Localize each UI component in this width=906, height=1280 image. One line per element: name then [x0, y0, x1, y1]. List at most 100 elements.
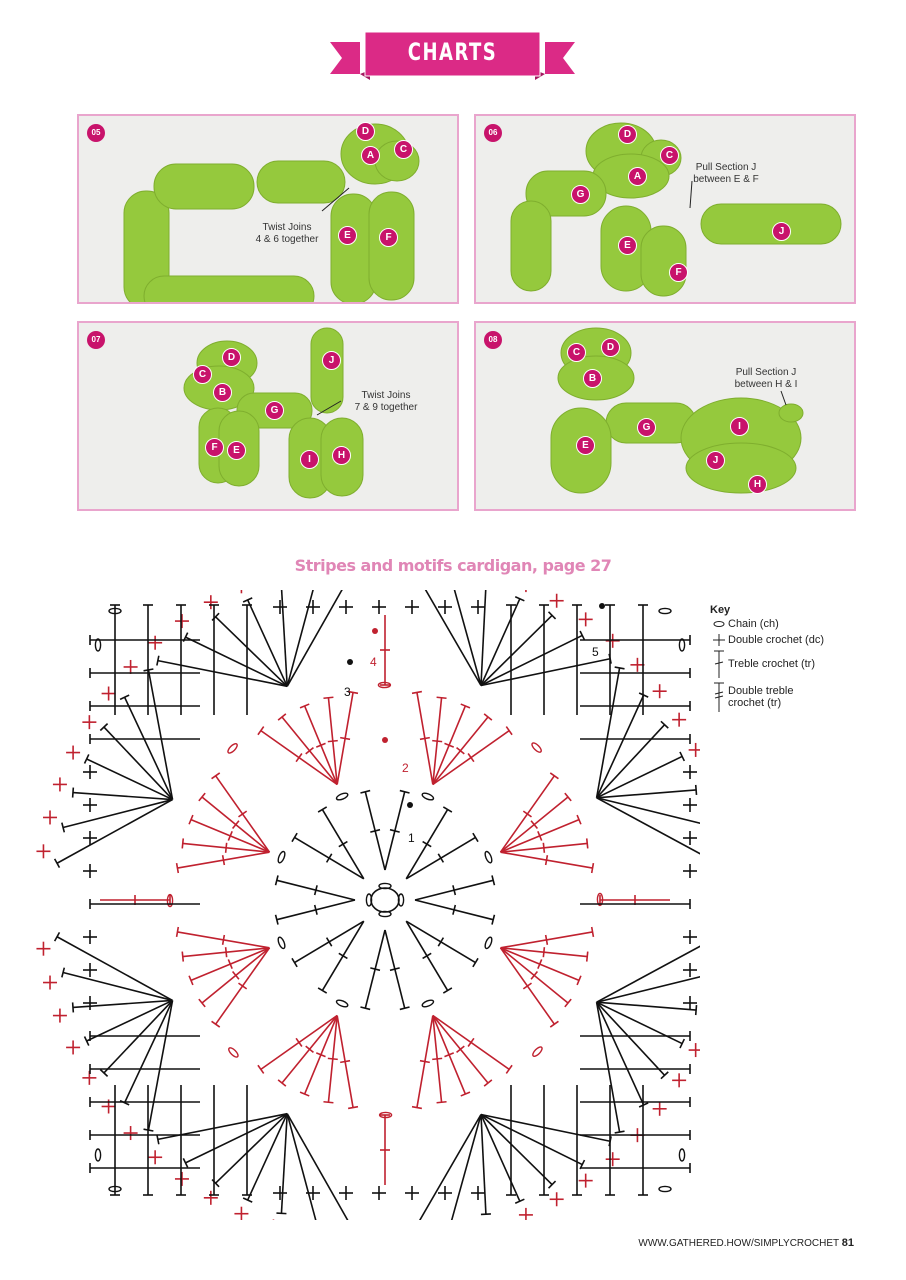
stitch-top: [257, 1064, 265, 1074]
stitch-bar: [537, 830, 543, 841]
treble-stitch: [147, 1000, 174, 1131]
chain-stitch: [227, 743, 238, 754]
treble-symbol-icon: [710, 650, 728, 678]
stitch-bar: [238, 982, 248, 990]
chain-stitch: [421, 999, 435, 1008]
treble-stitch: [418, 1114, 482, 1220]
stitch-bar: [419, 1059, 430, 1064]
chain-stitch: [678, 638, 686, 652]
round-number-label: 2: [402, 761, 409, 775]
chain-stitch: [335, 999, 349, 1008]
stitch-bar: [338, 952, 348, 960]
start-marker: [407, 802, 413, 808]
stitch-bar: [327, 739, 338, 743]
stitch-top: [436, 1100, 447, 1104]
treble-stitch: [596, 945, 700, 1003]
stitch-top: [61, 967, 66, 978]
stitch-bar: [444, 1052, 455, 1058]
stitch-top: [472, 957, 479, 968]
stitch-top: [679, 1038, 686, 1049]
stitch-top: [442, 987, 453, 994]
chain-stitch: [658, 1185, 672, 1193]
treble-stitch: [480, 1113, 611, 1143]
chain-stitch: [378, 910, 392, 918]
step-number: 06: [484, 124, 502, 142]
stitch-top: [181, 951, 185, 962]
stitch-top: [99, 1068, 109, 1077]
instruction-note: Twist Joins 4 & 6 together: [255, 222, 319, 245]
stitch-bar: [544, 855, 549, 866]
treble-stitch: [480, 1113, 553, 1186]
treble-stitch: [215, 616, 288, 687]
treble-stitch: [62, 971, 173, 1002]
stitch-bar: [542, 947, 546, 958]
stitch-top: [411, 690, 423, 695]
stitch-top: [399, 1006, 410, 1011]
stitch-top: [564, 792, 572, 802]
footer-url[interactable]: WWW.GATHERED.HOW/SIMPLYCROCHET: [638, 1238, 839, 1249]
section-label: B: [583, 369, 602, 388]
stitch-bar: [544, 934, 549, 945]
treble-stitch: [595, 1002, 621, 1133]
stitch-bar: [340, 1059, 351, 1064]
stitch-top: [276, 1212, 287, 1215]
stitch-top: [347, 690, 359, 695]
section-label: C: [660, 146, 679, 165]
chain-stitch: [277, 936, 286, 950]
treble-stitch: [424, 590, 482, 686]
stitch-top: [460, 703, 471, 709]
treble-stitch: [480, 1114, 487, 1215]
stitch-bar: [456, 1045, 465, 1054]
section-label: H: [332, 446, 351, 465]
stitch-bar: [530, 971, 539, 980]
treble-stitch: [595, 1001, 645, 1106]
key-label: Treble crochet (tr): [728, 658, 816, 670]
stitch-top: [660, 1071, 669, 1080]
key-item-treble: Treble crochet (tr): [710, 650, 824, 678]
section-label: J: [706, 451, 725, 470]
section-label: E: [576, 436, 595, 455]
treble-stitch: [596, 797, 700, 825]
page-title: CHARTS: [407, 38, 498, 66]
stitch-top: [472, 832, 479, 843]
chain-stitch: [658, 607, 672, 615]
treble-stitch: [480, 614, 553, 687]
section-label: A: [628, 167, 647, 186]
section-label: D: [601, 338, 620, 357]
start-marker: [347, 659, 353, 665]
magic-ring: [370, 887, 400, 913]
stitch-top: [274, 875, 279, 886]
treble-stitch: [596, 755, 683, 799]
stitch-top: [399, 789, 410, 794]
stitch-top: [614, 666, 625, 670]
key-title: Key: [710, 604, 731, 616]
treble-stitch: [157, 659, 288, 688]
stitch-top: [211, 772, 221, 780]
treble-stitch: [595, 694, 645, 799]
chain-stitch: [678, 1148, 686, 1162]
treble-stitch: [480, 1114, 521, 1202]
stitch-bar: [313, 885, 318, 896]
crochet-photo: [510, 122, 842, 297]
stitch-bar: [231, 820, 240, 829]
key-item-double-treble: Double treble crochet (tr): [710, 682, 824, 712]
round-number-label: 5: [592, 645, 599, 659]
stitch-top: [277, 713, 287, 721]
chain-stitch: [228, 1047, 239, 1058]
stitch-top: [317, 987, 328, 994]
instruction-note: Twist Joins 7 & 9 together: [354, 390, 418, 413]
stitch-bar: [437, 853, 445, 863]
stitch-top: [119, 694, 130, 701]
section-label: F: [669, 263, 688, 282]
stitch-bar: [231, 971, 240, 980]
stitch-top: [442, 806, 453, 813]
stitch-top: [460, 1091, 471, 1097]
treble-stitch: [246, 1113, 288, 1201]
stitch-bar: [221, 934, 226, 945]
stitch-top: [694, 1005, 698, 1016]
treble-stitch: [56, 936, 173, 1002]
section-label: J: [772, 222, 791, 241]
treble-stitch: [450, 1114, 482, 1220]
treble-stitch: [286, 1113, 349, 1220]
stitch-top: [257, 726, 265, 736]
